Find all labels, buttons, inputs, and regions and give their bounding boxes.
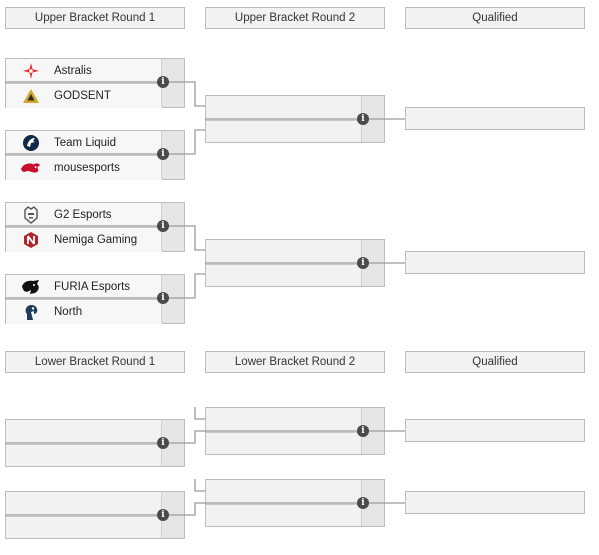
info-icon[interactable]: i [157, 220, 169, 232]
info-icon[interactable]: i [157, 437, 169, 449]
divider [206, 432, 384, 433]
info-icon[interactable]: i [357, 425, 369, 437]
info-icon[interactable]: i [357, 257, 369, 269]
divider [6, 155, 184, 156]
divider [6, 227, 184, 228]
team-slot-g2-esports[interactable]: G2 Esports [6, 203, 162, 227]
header-upper-round-1: Upper Bracket Round 1 [5, 7, 185, 29]
divider [206, 264, 384, 265]
team-name: GODSENT [54, 90, 111, 102]
divider [206, 504, 384, 505]
team-slot-nemiga-gaming[interactable]: Nemiga Gaming [6, 228, 162, 252]
divider [6, 516, 184, 517]
liquid-horse-icon [20, 134, 42, 152]
divider [6, 444, 184, 445]
qualified-slot-upper-1[interactable] [405, 107, 585, 130]
info-icon[interactable]: i [357, 113, 369, 125]
qualified-slot-lower-2[interactable] [405, 491, 585, 514]
astralis-star-icon [20, 62, 42, 80]
header-upper-qualified: Qualified [405, 7, 585, 29]
info-icon[interactable]: i [157, 76, 169, 88]
match-upper-r1-3[interactable]: G2 Esports Nemiga Gaming [5, 202, 185, 252]
mousesports-mouse-icon [20, 159, 42, 177]
divider [6, 299, 184, 300]
divider [6, 83, 184, 84]
header-lower-round-2: Lower Bracket Round 2 [205, 351, 385, 373]
g2-samurai-icon [20, 206, 42, 224]
team-slot-team-liquid[interactable]: Team Liquid [6, 131, 162, 155]
info-icon[interactable]: i [157, 509, 169, 521]
header-upper-round-2: Upper Bracket Round 2 [205, 7, 385, 29]
header-lower-qualified: Qualified [405, 351, 585, 373]
header-lower-round-1: Lower Bracket Round 1 [5, 351, 185, 373]
info-icon[interactable]: i [157, 292, 169, 304]
match-upper-r1-4[interactable]: FURIA Esports North [5, 274, 185, 324]
qualified-slot-upper-2[interactable] [405, 251, 585, 274]
team-name: North [54, 306, 83, 318]
team-slot-furia-esports[interactable]: FURIA Esports [6, 275, 162, 299]
north-knight-icon [20, 303, 42, 321]
team-name: G2 Esports [54, 209, 112, 221]
team-slot-north[interactable]: North [6, 300, 162, 324]
info-icon[interactable]: i [157, 148, 169, 160]
team-name: FURIA Esports [54, 281, 131, 293]
nemiga-hexagon-icon [20, 231, 42, 249]
team-name: Astralis [54, 65, 92, 77]
team-name: Nemiga Gaming [54, 234, 138, 246]
furia-panther-icon [20, 278, 42, 296]
divider [206, 120, 384, 121]
team-name: mousesports [54, 162, 120, 174]
team-slot-godsent[interactable]: GODSENT [6, 84, 162, 108]
info-icon[interactable]: i [357, 497, 369, 509]
godsent-triangle-icon [20, 87, 42, 105]
team-name: Team Liquid [54, 137, 117, 149]
team-slot-mousesports[interactable]: mousesports [6, 156, 162, 180]
team-slot-astralis[interactable]: Astralis [6, 59, 162, 83]
qualified-slot-lower-1[interactable] [405, 419, 585, 442]
match-upper-r1-1[interactable]: Astralis GODSENT [5, 58, 185, 108]
